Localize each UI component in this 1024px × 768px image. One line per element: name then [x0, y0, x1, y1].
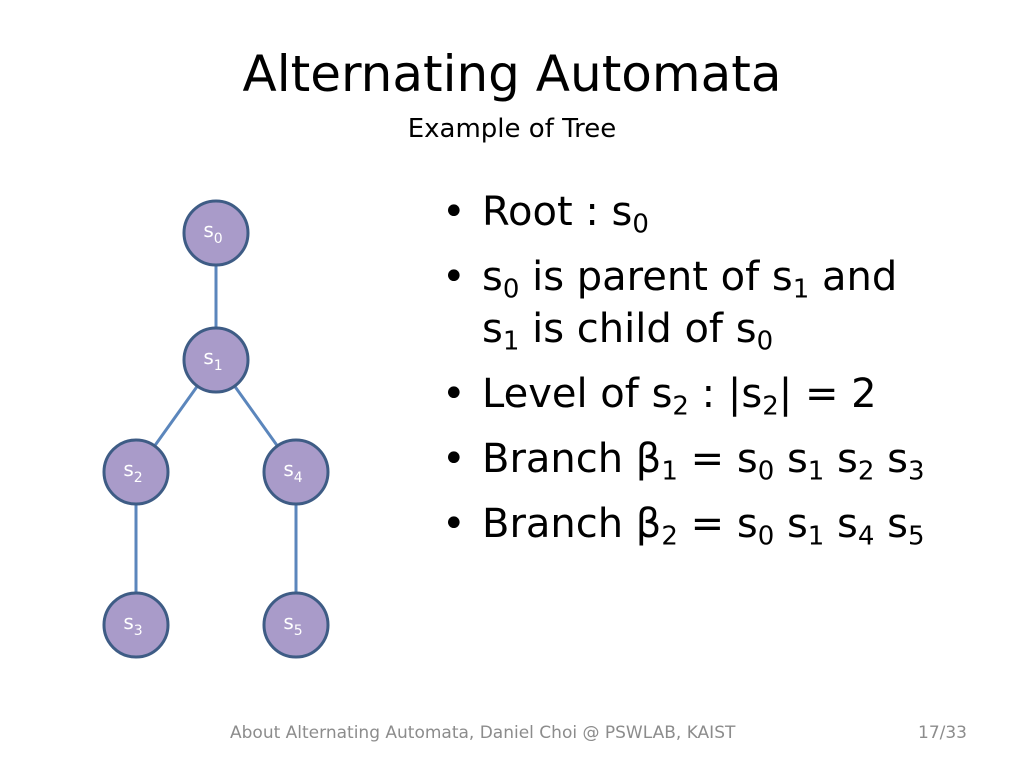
bullet-text: is child of s — [519, 306, 757, 352]
subscript: 2 — [762, 391, 779, 422]
subscript: 2 — [672, 391, 689, 422]
node-circle — [102, 438, 170, 506]
tree-edges — [134, 233, 298, 625]
subscript: 1 — [502, 326, 520, 357]
bullet-item: Root : s0 — [442, 186, 1002, 238]
subscript: 0 — [502, 274, 520, 305]
node-label-subscript: 1 — [214, 358, 223, 374]
bullet-item: Branch β1 = s0 s1 s2 s3 — [442, 433, 1002, 485]
bullet-text: s — [874, 436, 909, 482]
node-label-subscript: 3 — [134, 623, 143, 639]
node-label-base: s — [283, 457, 293, 481]
node-label-subscript: 5 — [294, 623, 303, 639]
bullet-text: Branch β — [482, 436, 662, 482]
node-label-base: s — [123, 457, 133, 481]
tree-node-s1: s1 — [182, 326, 250, 394]
bullet-text: : |s — [688, 371, 763, 417]
node-label-subscript: 4 — [294, 470, 303, 486]
page-number: 17/33 — [918, 723, 967, 743]
node-circle — [182, 199, 250, 267]
node-label: s5 — [283, 610, 302, 639]
node-label-base: s — [283, 610, 293, 634]
node-label-base: s — [123, 610, 133, 634]
node-circle — [102, 591, 170, 659]
node-label: s3 — [123, 610, 142, 639]
tree-node-s3: s3 — [102, 591, 170, 659]
node-label-base: s — [203, 218, 213, 242]
bullet-text: Level of s — [482, 371, 673, 417]
bullet-text: and — [809, 254, 898, 300]
subscript: 4 — [857, 521, 875, 552]
bullet-text: s — [774, 436, 808, 482]
node-label: s4 — [283, 457, 302, 486]
subscript: 0 — [757, 521, 775, 552]
subscript: 2 — [661, 521, 678, 552]
subscript: 0 — [757, 456, 775, 487]
tree-node-s2: s2 — [102, 438, 170, 506]
subscript: 1 — [807, 456, 825, 487]
bullet-text: s — [774, 501, 808, 547]
subscript: 1 — [661, 456, 678, 487]
subscript: 1 — [792, 274, 810, 305]
bullet-item: Branch β2 = s0 s1 s4 s5 — [442, 498, 1002, 550]
node-label-base: s — [203, 345, 213, 369]
bullet-text: s — [874, 501, 909, 547]
node-label: s2 — [123, 457, 142, 486]
bullet-item: Level of s2 : |s2| = 2 — [442, 368, 1002, 420]
subscript: 0 — [632, 209, 649, 240]
footer-text: About Alternating Automata, Daniel Choi … — [230, 723, 736, 743]
bullet-text: s — [482, 306, 503, 352]
subscript: 0 — [756, 326, 774, 357]
subscript: 1 — [807, 521, 825, 552]
tree-node-s5: s5 — [262, 591, 330, 659]
subscript: 5 — [908, 521, 925, 552]
node-label-subscript: 0 — [214, 231, 223, 247]
subscript: 3 — [908, 456, 925, 487]
node-circle — [262, 591, 330, 659]
node-circle — [262, 438, 330, 506]
bullet-text: Root : s — [482, 189, 633, 235]
bullet-text: s — [824, 436, 858, 482]
bullet-text: = s — [677, 436, 758, 482]
node-label-subscript: 2 — [134, 470, 143, 486]
node-label: s0 — [203, 218, 222, 247]
slide-title: Alternating Automata — [242, 45, 782, 103]
node-label: s1 — [203, 345, 222, 374]
node-circle — [182, 326, 250, 394]
bullet-text: is parent of s — [519, 254, 793, 300]
slide-subtitle: Example of Tree — [407, 114, 617, 144]
tree-node-s0: s0 — [182, 199, 250, 267]
bullet-text: s — [482, 254, 503, 300]
bullet-text: Branch β — [482, 501, 662, 547]
bullet-text: | = 2 — [778, 371, 877, 417]
bullet-text: = s — [677, 501, 758, 547]
bullet-text: s — [824, 501, 858, 547]
subscript: 2 — [857, 456, 875, 487]
tree-node-s4: s4 — [262, 438, 330, 506]
